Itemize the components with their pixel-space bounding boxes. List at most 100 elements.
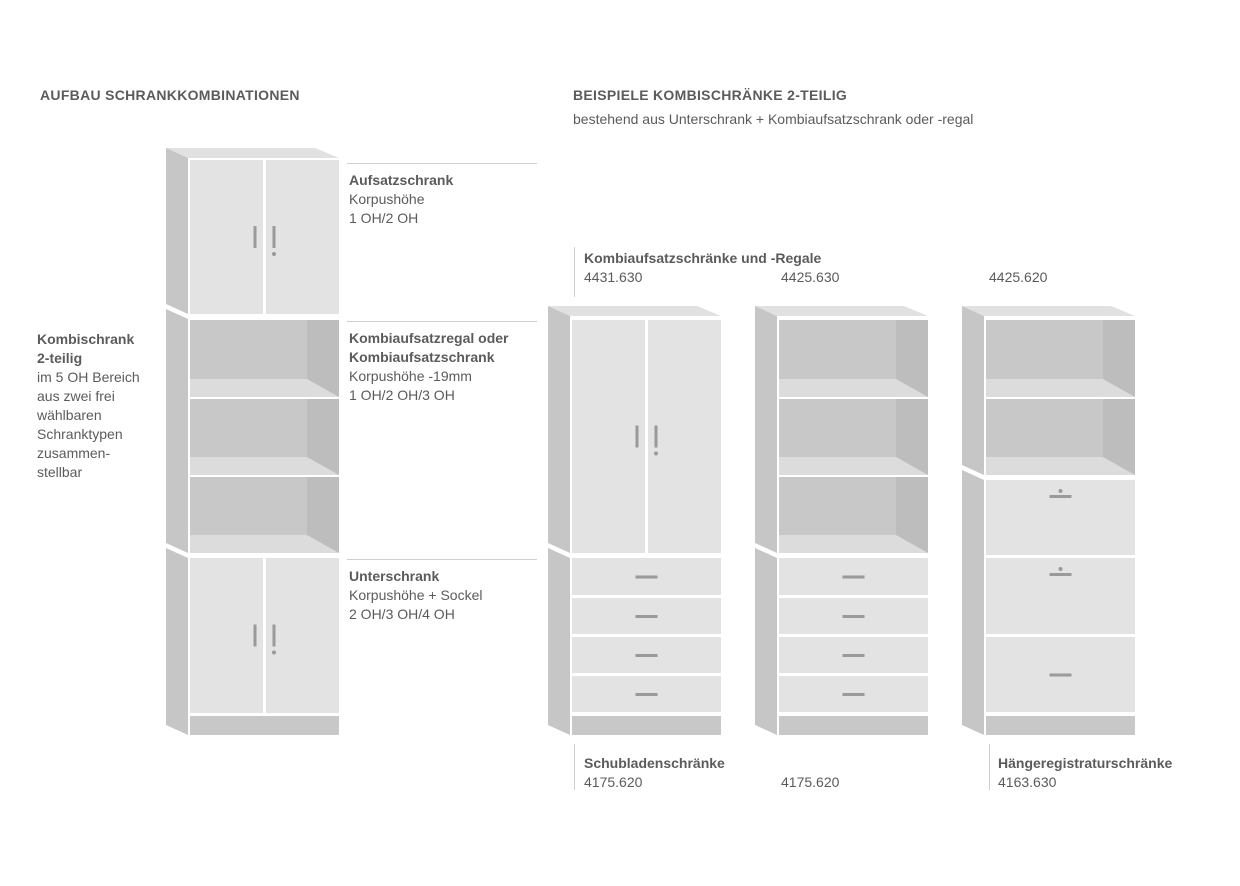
cabinet-side-panel <box>962 470 984 735</box>
cabinet-side-panel <box>166 548 188 735</box>
shelf-inner-side <box>896 320 928 397</box>
cabinet <box>755 306 928 735</box>
aufsatzschrank-title: Aufsatzschrank <box>349 172 454 188</box>
cabinet-side-panel <box>548 548 570 735</box>
cabinet <box>962 306 1135 735</box>
product-code: 4425.630 <box>781 269 840 285</box>
lock-icon <box>272 650 276 655</box>
shelf-inner-side <box>1103 399 1135 475</box>
shelf-floor <box>190 379 339 397</box>
product-code: 4175.620 <box>584 774 643 790</box>
shelf-inner-side <box>896 399 928 475</box>
kombischrank-line: stellbar <box>37 464 83 480</box>
divider-line <box>347 321 537 322</box>
shelf-inner-side <box>896 477 928 553</box>
divider-line <box>347 163 537 164</box>
right-heading: BEISPIELE KOMBISCHRÄNKE 2-TEILIG <box>573 87 848 103</box>
cabinet-side-panel <box>166 148 188 314</box>
aufsatzschrank-line: 1 OH/2 OH <box>349 210 419 226</box>
drawer-handle-icon <box>635 654 658 657</box>
cabinet-side-panel <box>755 306 777 553</box>
shelf-floor <box>779 535 928 553</box>
kombischrank-line: zusammen- <box>37 445 111 461</box>
drawer-handle-icon <box>842 654 865 657</box>
kombiaufsatz-line: Korpushöhe -19mm <box>349 368 472 384</box>
right-subheading: bestehend aus Unterschrank + Kombiaufsat… <box>573 111 974 127</box>
unterschrank-line: 2 OH/3 OH/4 OH <box>349 606 455 622</box>
cabinet-top <box>548 306 721 316</box>
shelf-inner-side <box>307 320 339 397</box>
kombischrank-title: Kombischrank <box>37 331 135 347</box>
haengeregistratur-title: Hängeregistraturschränke <box>998 755 1173 771</box>
lock-icon <box>1058 567 1063 571</box>
plinth <box>572 716 721 735</box>
drawer-handle-icon <box>1049 673 1072 677</box>
door-right <box>266 558 339 713</box>
plinth <box>779 716 928 735</box>
kombiaufsatz-group-title: Kombiaufsatzschränke und -Regale <box>584 250 822 266</box>
shelf-floor <box>190 457 339 475</box>
door-left <box>190 558 263 713</box>
cabinet <box>166 148 339 735</box>
shelf-inner-side <box>1103 320 1135 397</box>
shelf-floor <box>779 457 928 475</box>
door-handle-icon <box>272 624 276 647</box>
drawer-handle-icon <box>842 615 865 618</box>
divider-line <box>347 559 537 560</box>
lock-icon <box>1058 489 1063 493</box>
cabinet-side-panel <box>166 309 188 553</box>
product-code: 4163.630 <box>998 774 1057 790</box>
drawer-handle-icon <box>842 575 865 579</box>
kombiaufsatz-title-2: Kombiaufsatzschrank <box>349 349 495 365</box>
shelf-floor <box>986 457 1135 475</box>
kombischrank-line: Schranktypen <box>37 426 123 442</box>
door-handle-icon <box>635 425 639 448</box>
cabinet-top <box>166 148 339 158</box>
cabinet <box>548 306 721 735</box>
kombiaufsatz-title: Kombiaufsatzregal oder <box>349 330 509 346</box>
kombischrank-line: aus zwei frei <box>37 388 115 404</box>
kombiaufsatz-line: 1 OH/2 OH/3 OH <box>349 387 455 403</box>
kombischrank-line: im 5 OH Bereich <box>37 369 140 385</box>
door-handle-icon <box>253 624 257 647</box>
cabinet-side-panel <box>755 548 777 735</box>
drawer-handle-icon <box>635 615 658 618</box>
drawer-handle-icon <box>1049 573 1072 576</box>
schubladen-title: Schubladenschränke <box>584 755 725 771</box>
product-code: 4425.620 <box>989 269 1048 285</box>
door-handle-icon <box>253 226 257 248</box>
shelf-inner-side <box>307 477 339 553</box>
lock-icon <box>272 252 276 256</box>
cabinet-top <box>962 306 1135 316</box>
plinth <box>986 716 1135 735</box>
door-right <box>648 320 721 553</box>
door-left <box>572 320 645 553</box>
door-handle-icon <box>654 425 658 448</box>
divider-line <box>989 744 990 790</box>
cabinet-side-panel <box>962 306 984 475</box>
shelf-floor <box>190 535 339 553</box>
left-heading: AUFBAU SCHRANKKOMBINATIONEN <box>40 87 300 103</box>
door-left <box>190 160 263 314</box>
drawer-handle-icon <box>635 693 658 696</box>
product-code: 4431.630 <box>584 269 643 285</box>
cabinet-side-panel <box>548 306 570 553</box>
door-handle-icon <box>272 226 276 248</box>
unterschrank-line: Korpushöhe + Sockel <box>349 587 483 603</box>
kombischrank-title-2: 2-teilig <box>37 350 83 366</box>
shelf-floor <box>779 379 928 397</box>
shelf-floor <box>986 379 1135 397</box>
drawer-handle-icon <box>1049 495 1072 498</box>
kombischrank-line: wählbaren <box>37 407 102 423</box>
divider-line <box>574 744 575 790</box>
unterschrank-title: Unterschrank <box>349 568 440 584</box>
divider-line <box>574 247 575 297</box>
plinth <box>190 716 339 735</box>
door-right <box>266 160 339 314</box>
drawer-handle-icon <box>842 693 865 696</box>
lock-icon <box>654 451 658 456</box>
drawer-handle-icon <box>635 575 658 579</box>
shelf-inner-side <box>307 399 339 475</box>
aufsatzschrank-line: Korpushöhe <box>349 191 425 207</box>
